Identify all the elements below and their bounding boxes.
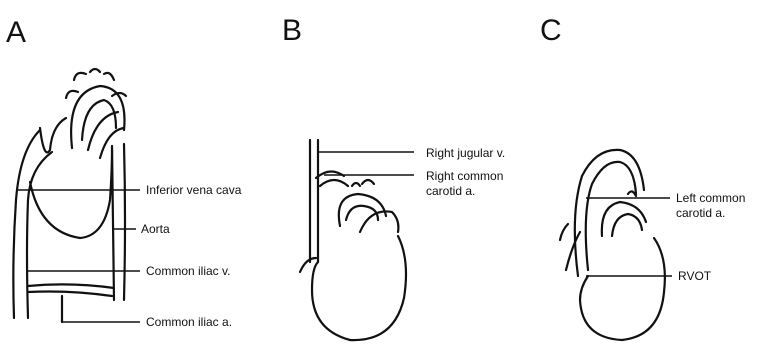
panel-a-letter: A	[6, 16, 26, 49]
panel-b-letter: B	[282, 14, 302, 47]
panel-c-drawing	[560, 150, 665, 340]
panel-b-drawing	[300, 140, 406, 340]
panel-b: B Right jugular v. Right common carotid …	[282, 14, 505, 340]
panel-a-drawing	[13, 69, 126, 322]
label-right-jugular-v: Right jugular v.	[426, 146, 505, 160]
label-right-common-carotid-line1: Right common	[426, 169, 503, 183]
panel-c-letter: C	[540, 14, 562, 47]
label-left-common-carotid-line2: carotid a.	[676, 206, 725, 220]
panel-a: A	[6, 16, 242, 329]
label-left-common-carotid-line1: Left common	[676, 191, 745, 205]
label-common-iliac-a: Common iliac a.	[146, 315, 232, 329]
label-common-iliac-v: Common iliac v.	[146, 264, 230, 278]
label-inferior-vena-cava: Inferior vena cava	[146, 183, 242, 197]
panel-c: C Left common carotid a. RVOT	[540, 14, 745, 340]
label-aorta: Aorta	[141, 222, 170, 236]
label-rvot: RVOT	[678, 269, 712, 283]
label-right-common-carotid-line2: carotid a.	[426, 184, 475, 198]
